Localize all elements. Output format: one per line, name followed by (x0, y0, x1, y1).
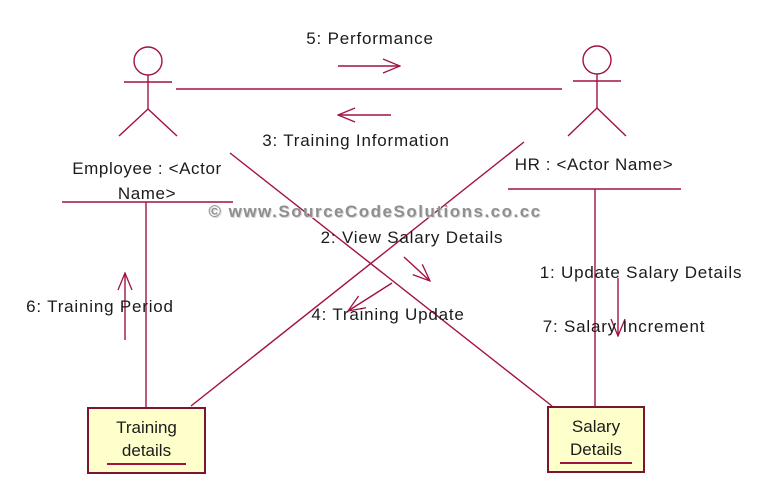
employee-actor-figure (118, 46, 178, 137)
training-details-line2: details (106, 439, 187, 465)
employee-actor-label-line1: Employee : <Actor (72, 159, 222, 178)
message-2-label: 2: View Salary Details (320, 228, 504, 247)
message-2-arrow (403, 256, 430, 281)
employee-salary-link (229, 152, 553, 407)
message-6-label: 6: Training Period (26, 297, 174, 316)
hr-training-link (190, 141, 525, 407)
hr-actor-leg-left (567, 107, 598, 137)
salary-details-object: Salary Details (547, 406, 645, 473)
employee-actor-label: Employee : <Actor Name> (72, 156, 222, 206)
training-details-object: Training details (87, 407, 206, 474)
message-4-arrow (348, 282, 393, 311)
training-details-line1: Training (116, 418, 177, 437)
hr-actor-label: HR : <Actor Name> (514, 155, 674, 174)
hr-actor-figure (567, 45, 627, 137)
employee-actor-label-line2: Name> (117, 184, 177, 203)
hr-actor-head (582, 45, 612, 75)
employee-actor-leg-right (147, 108, 178, 137)
message-5-label: 5: Performance (306, 29, 434, 48)
salary-details-line1: Salary (571, 417, 621, 436)
message-4-label: 4: Training Update (311, 305, 465, 324)
message-7-label: 7: Salary Increment (542, 317, 706, 336)
salary-details-line2: Details (560, 438, 632, 464)
watermark-text: © www.SourceCodeSolutions.co.cc (208, 202, 542, 221)
employee-actor-leg-left (118, 108, 149, 137)
employee-actor-head (133, 46, 163, 76)
hr-actor-leg-right (596, 107, 627, 137)
message-3-label: 3: Training Information (262, 131, 450, 150)
message-1-label: 1: Update Salary Details (539, 263, 743, 282)
